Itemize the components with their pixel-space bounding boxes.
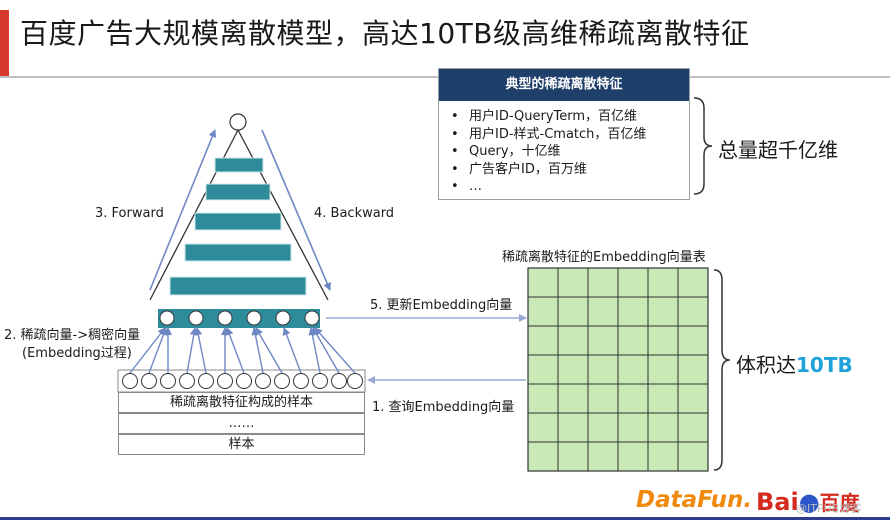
embedding-nodes [159, 310, 320, 326]
sparse-node [141, 373, 157, 389]
sparse-node [293, 373, 309, 389]
feature-box: 典型的稀疏离散特征 用户ID-QueryTerm，百亿维 用户ID-样式-Cma… [438, 68, 690, 200]
embedding-node [159, 310, 175, 326]
volume-value: 10TB [796, 353, 853, 377]
sparse-node [160, 373, 176, 389]
embedding-arrow [186, 327, 198, 374]
table-brace [713, 269, 731, 471]
volume-prefix: 体积达 [736, 353, 796, 377]
sparse-input-nodes [122, 373, 363, 389]
baidu-logo: Bai●百度 [756, 487, 860, 516]
sample-row: 稀疏离散特征构成的样本 [118, 392, 365, 413]
hidden-layer [194, 212, 282, 231]
embedding-node [188, 310, 204, 326]
baidu-logo-text: Bai [756, 488, 799, 516]
sample-row: …… [118, 413, 365, 434]
title-accent-bar [0, 10, 9, 78]
datafun-logo: DataFun. [636, 487, 753, 513]
total-label: 总量超千亿维 [718, 138, 838, 162]
forward-arrow [149, 129, 217, 291]
embedding-node [246, 310, 262, 326]
embedding-arrow [314, 327, 356, 374]
embedding-table-grid [527, 267, 709, 472]
embedding-arrows [129, 327, 356, 374]
embedding-process-label: (Embedding过程) [22, 346, 132, 361]
sparse-node [347, 373, 363, 389]
paw-icon: ● [798, 488, 820, 516]
sample-row: 样本 [118, 434, 365, 455]
table-title: 稀疏离散特征的Embedding向量表 [502, 250, 706, 265]
embedding-arrow [225, 327, 245, 374]
sparse-node [236, 373, 252, 389]
output-node [229, 113, 247, 131]
embedding-node [217, 310, 233, 326]
sparse-node [217, 373, 233, 389]
embedding-arrow [282, 327, 302, 374]
embedding-arrow [251, 327, 264, 374]
backward-arrow [261, 129, 331, 291]
embedding-arrow [194, 327, 207, 374]
embedding-node [304, 310, 320, 326]
volume-label: 体积达10TB [736, 349, 853, 378]
watermark: @ITPUB博客 [796, 502, 862, 515]
feature-item: Query，十亿维 [451, 143, 689, 161]
baidu-logo-cn: 百度 [819, 491, 860, 515]
feature-list: 用户ID-QueryTerm，百亿维 用户ID-样式-Cmatch，百亿维 Qu… [439, 101, 689, 196]
hidden-layer [184, 243, 292, 262]
forward-label: 3. Forward [95, 206, 164, 221]
query-label: 1. 查询Embedding向量 [372, 400, 515, 415]
backward-label: 4. Backward [314, 206, 395, 221]
sparse-node [122, 373, 138, 389]
embedding-arrow [148, 327, 168, 374]
sparse-node [274, 373, 290, 389]
embedding-arrow [255, 327, 283, 374]
sparse-node [198, 373, 214, 389]
sparse-node [331, 373, 347, 389]
sparse-node [179, 373, 195, 389]
embedding-arrow [308, 327, 321, 374]
page-title: 百度广告大规模离散模型，高达10TB级高维稀疏离散特征 [20, 17, 750, 50]
feature-brace [693, 97, 713, 195]
update-label: 5. 更新Embedding向量 [370, 298, 513, 313]
footer-line [0, 517, 890, 520]
embedding-arrow [129, 327, 166, 374]
feature-item: … [451, 178, 689, 196]
feature-box-header: 典型的稀疏离散特征 [439, 69, 689, 101]
embedding-node [275, 310, 291, 326]
feature-item: 用户ID-QueryTerm，百亿维 [451, 108, 689, 126]
hidden-layer [169, 276, 307, 296]
feature-item: 广告客户ID，百万维 [451, 161, 689, 179]
feature-item: 用户ID-样式-Cmatch，百亿维 [451, 126, 689, 144]
sparse-node [255, 373, 271, 389]
sparse-node [312, 373, 328, 389]
hidden-layer [205, 183, 271, 201]
sparse-to-dense-label: 2. 稀疏向量->稠密向量 [4, 328, 141, 343]
embedding-layer [158, 309, 320, 328]
hidden-layer [214, 157, 264, 173]
